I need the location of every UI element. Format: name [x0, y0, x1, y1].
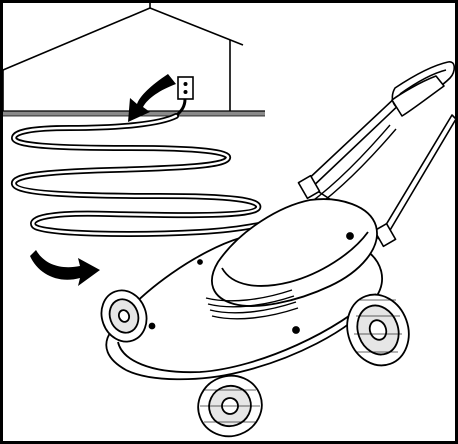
- mower-cord-illustration: [0, 0, 458, 444]
- illustration-frame: [0, 0, 458, 444]
